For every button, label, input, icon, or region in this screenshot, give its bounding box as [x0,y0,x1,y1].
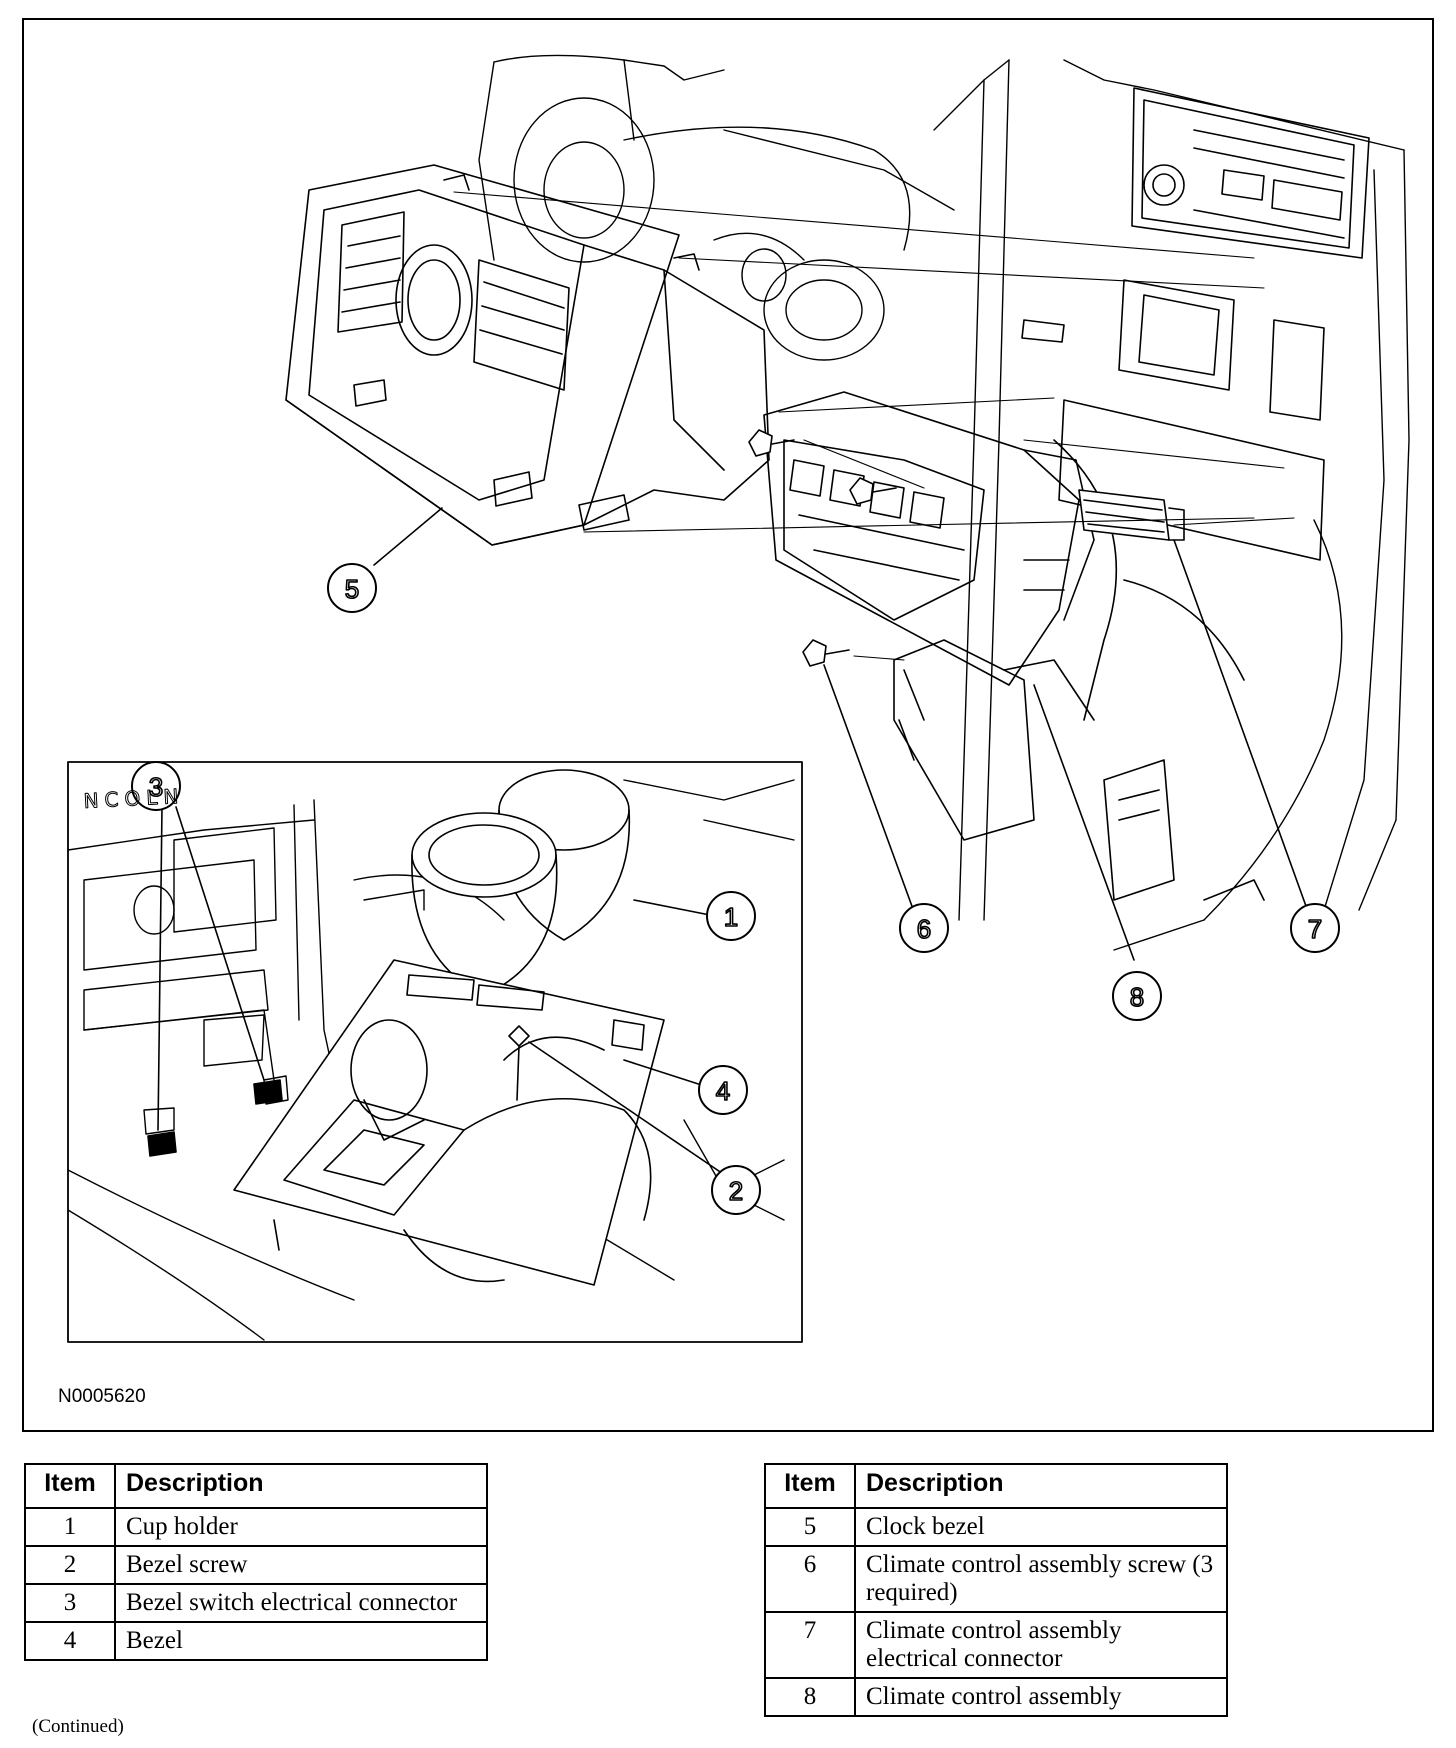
callout-3: 3 [131,761,181,811]
callout-1: 1 [706,891,756,941]
legend-item: 1 [24,1507,116,1547]
legend-description: Climate control assembly electrical conn… [854,1611,1228,1679]
climate-screws [748,429,897,667]
svg-text:1: 1 [724,902,738,932]
legend-row: 2 Bezel screw [24,1545,488,1585]
legend-item: 4 [24,1621,116,1661]
header-description: Description [854,1463,1228,1509]
svg-text:8: 8 [1130,982,1144,1012]
callout-2: 2 [711,1165,761,1215]
header-item: Item [24,1463,116,1509]
legend-table-right: Item Description 5 Clock bezel 6 Climate… [764,1463,1228,1717]
alignment-lines [453,191,1295,661]
figure-id: N0005620 [58,1386,146,1407]
header-item: Item [764,1463,856,1509]
legend-item: 5 [764,1507,856,1547]
exploded-view-figure: 1 2 3 4 5 6 7 8 NCOLN N0005620 [22,18,1434,1432]
legend-description: Bezel [114,1621,488,1661]
callout-7: 7 [1290,903,1340,953]
legend-item: 6 [764,1545,856,1613]
legend-row: 5 Clock bezel [764,1507,1228,1547]
legend-row: 6 Climate control assembly screw (3 requ… [764,1545,1228,1613]
svg-text:7: 7 [1308,914,1322,944]
svg-text:4: 4 [716,1076,730,1106]
dashboard-outline [478,54,1410,951]
svg-text:3: 3 [149,772,163,802]
inset-bezel-screw [508,1025,530,1101]
legend-row: 8 Climate control assembly [764,1677,1228,1717]
inset-bezel [233,959,665,1286]
legend-row: 1 Cup holder [24,1507,488,1547]
climate-electrical-connector [1078,489,1185,541]
svg-text:5: 5 [345,574,359,604]
header-description: Description [114,1463,488,1509]
console-side-panel [893,639,1265,901]
legend-description: Clock bezel [854,1507,1228,1547]
callout-5: 5 [327,563,377,613]
callout-6: 6 [899,903,949,953]
inset-lincoln-badge: NCOLN [83,784,185,813]
clock-bezel [285,164,770,546]
legend-header-row: Item Description [764,1463,1228,1509]
legend-table-left: Item Description 1 Cup holder 2 Bezel sc… [24,1463,488,1661]
inset-cup-holder [411,769,631,996]
legend-item: 7 [764,1611,856,1679]
leader-lines [157,507,1312,1183]
legend-description: Climate control assembly screw (3 requir… [854,1545,1228,1613]
legend-item: 3 [24,1583,116,1623]
legend-description: Bezel screw [114,1545,488,1585]
callout-4: 4 [698,1065,748,1115]
legend-row: 4 Bezel [24,1621,488,1661]
legend-item: 8 [764,1677,856,1717]
legend-description: Bezel switch electrical connector [114,1583,488,1623]
legend-header-row: Item Description [24,1463,488,1509]
climate-control-opening [1003,279,1325,721]
inset-frame [67,761,803,1343]
svg-text:6: 6 [917,914,931,944]
continued-note: (Continued) [32,1716,124,1737]
radio-unit [1131,87,1370,259]
legend-item: 2 [24,1545,116,1585]
legend-description: Climate control assembly [854,1677,1228,1717]
legend-row: 3 Bezel switch electrical connector [24,1583,488,1623]
svg-text:2: 2 [729,1176,743,1206]
climate-control-assembly [763,391,1095,686]
inset-switch-connectors [147,1079,283,1157]
legend-description: Cup holder [114,1507,488,1547]
callout-8: 8 [1112,971,1162,1021]
line-drawing: 1 2 3 4 5 6 7 8 NCOLN [67,54,1410,1343]
legend-row: 7 Climate control assembly electrical co… [764,1611,1228,1679]
